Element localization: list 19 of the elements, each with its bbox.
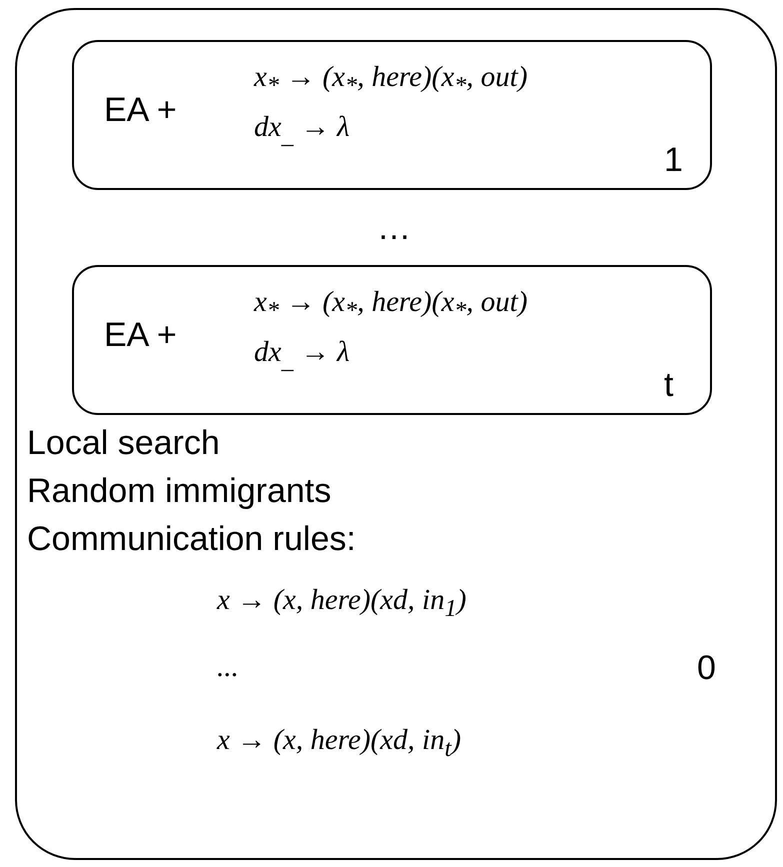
ellipsis-text: ... (217, 652, 239, 684)
formula-text: x → (x, here)(xd, in$_{1}$) (217, 585, 466, 622)
formula-text: dx$_{_}$ → λ (254, 112, 350, 150)
formula-text: x$_{*}$ → (x$_{*}$, here)(x$_{*}$, out) (254, 287, 528, 324)
body-text: Local search (27, 425, 220, 462)
body-text: Communication rules: (27, 521, 356, 558)
body-text: Random immigrants (27, 473, 332, 510)
formula-text: x → (x, here)(xd, in$_{t}$) (217, 725, 461, 762)
membrane-box (15, 8, 777, 860)
ellipsis-text: … (377, 210, 411, 248)
membrane-number: 1 (664, 142, 683, 180)
body-text: EA + (104, 317, 177, 354)
body-text: EA + (104, 92, 177, 130)
membrane-box (72, 40, 712, 190)
membrane-number: t (664, 367, 674, 404)
membrane-box (72, 265, 712, 415)
formula-text: dx$_{_}$ → λ (254, 337, 350, 374)
formula-text: x$_{*}$ → (x$_{*}$, here)(x$_{*}$, out) (254, 62, 528, 100)
membrane-number: 0 (697, 650, 716, 688)
